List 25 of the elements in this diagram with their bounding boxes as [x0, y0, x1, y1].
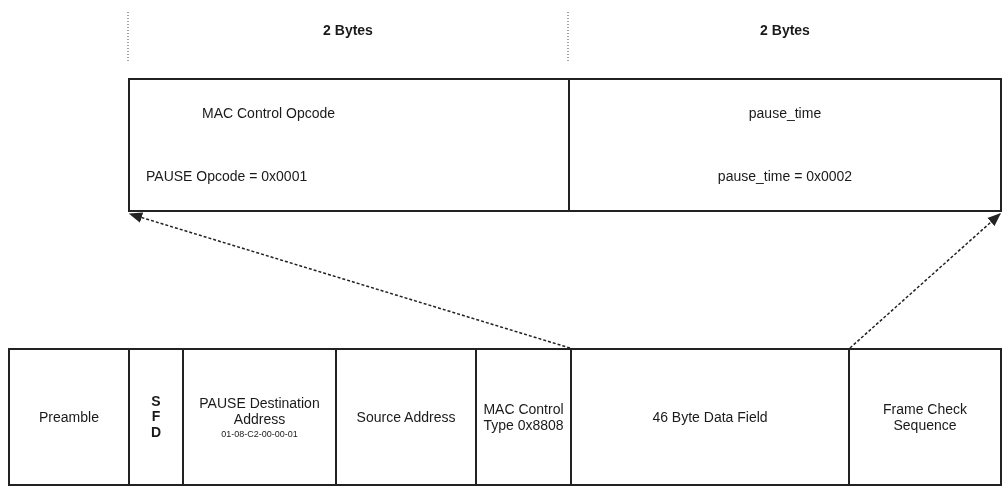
pause-time-field: [568, 78, 1002, 212]
field-label: MAC Control Type 0x8808: [482, 400, 565, 434]
size-label: 2 Bytes: [759, 22, 811, 38]
frame-field: [848, 348, 1002, 486]
opcode-field: [128, 78, 570, 212]
field-value: PAUSE Opcode = 0x0001: [145, 168, 309, 185]
field-label: SFD: [149, 393, 163, 441]
field-label: pause_time: [747, 105, 823, 122]
frame-field: [128, 348, 184, 486]
frame-field: [335, 348, 477, 486]
field-label: PAUSE Destination Address: [198, 394, 321, 427]
dashed-arrow: [128, 212, 571, 349]
field-label: 46 Byte Data Field: [652, 408, 768, 426]
field-label: Frame Check Sequence: [882, 400, 968, 434]
size-label: 2 Bytes: [322, 22, 374, 38]
field-label: MAC Control Opcode: [201, 105, 337, 122]
frame-field: [8, 348, 130, 486]
field-label: Preamble: [39, 408, 99, 426]
field-value: pause_time = 0x0002: [716, 168, 854, 185]
address-value: 01-08-C2-00-00-01: [221, 428, 298, 440]
frame-field: [182, 348, 337, 486]
frame-field: [475, 348, 572, 486]
frame-field: [570, 348, 850, 486]
field-label: Source Address: [356, 408, 456, 426]
dashed-arrow: [849, 213, 1001, 349]
